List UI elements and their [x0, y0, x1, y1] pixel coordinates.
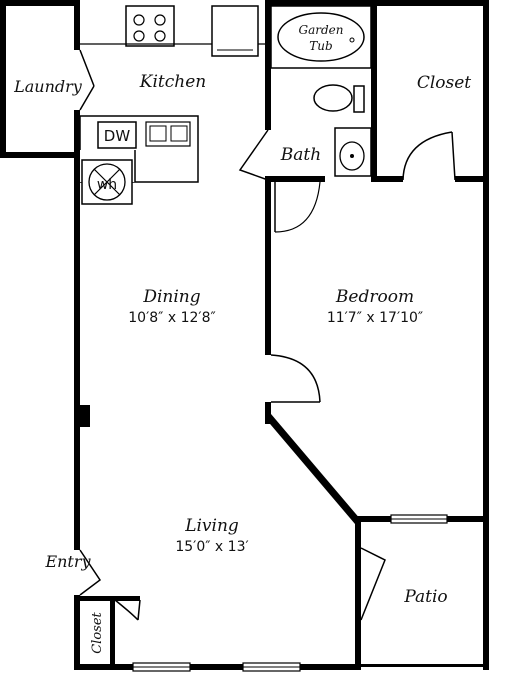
dishwasher-icon [97, 121, 137, 149]
dishwasher-label: DW [104, 127, 131, 145]
doors [79, 49, 456, 621]
living-size: 15′0″ x 13′ [175, 539, 248, 555]
dining-size: 10′8″ x 12′8″ [128, 310, 215, 326]
water-heater-label: wh [97, 177, 117, 193]
walls [0, 0, 489, 670]
living-label: Living [184, 516, 239, 536]
room-labels: Laundry Kitchen Bath Closet Dining 10′8″… [13, 72, 471, 654]
toilet-icon [313, 84, 353, 112]
bedroom-size: 11′7″ x 17′10″ [327, 310, 423, 326]
patio-label: Patio [403, 587, 447, 607]
fixture-labels: Garden Tub DW wh [97, 23, 344, 193]
closet-top-label: Closet [417, 73, 471, 93]
water-heater-icon [88, 163, 126, 201]
entry-label: Entry [44, 552, 91, 571]
bath-sink-icon [339, 141, 365, 171]
garden-tub-icon [277, 12, 365, 62]
closet-entry-label: Closet [90, 611, 105, 653]
garden-tub-label-1: Garden [299, 23, 344, 37]
fridge-icon [211, 5, 259, 57]
garden-tub-label-2: Tub [309, 39, 332, 53]
bath-label: Bath [280, 145, 321, 165]
dining-label: Dining [142, 287, 200, 307]
stove-icon [125, 5, 175, 47]
laundry-label: Laundry [13, 77, 83, 96]
fixtures [79, 5, 372, 205]
bedroom-label: Bedroom [335, 287, 414, 307]
windows [132, 514, 448, 672]
kitchen-label: Kitchen [139, 72, 206, 92]
